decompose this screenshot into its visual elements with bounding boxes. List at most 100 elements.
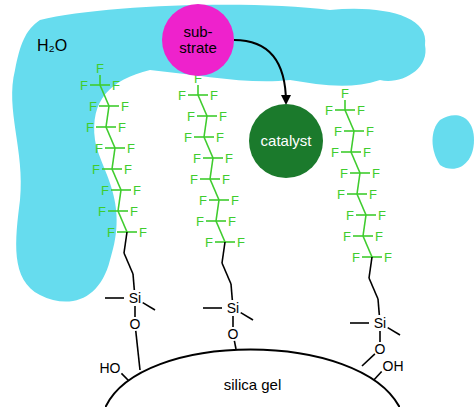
bond — [136, 331, 140, 370]
bond — [335, 109, 345, 111]
bond — [379, 331, 381, 342]
bond — [197, 115, 207, 117]
backbone-bond — [112, 169, 121, 190]
oxygen-atom: O — [228, 327, 239, 341]
backbone-bond — [357, 194, 366, 215]
fluorine-atom: F — [352, 251, 360, 264]
backbone-bond — [198, 95, 207, 116]
node-text: sub- strate — [172, 24, 224, 57]
bond — [111, 189, 121, 191]
bond — [206, 220, 216, 222]
catalyst-circle: catalyst — [249, 104, 323, 178]
fluorine-atom: F — [107, 226, 115, 239]
hydroxyl-group: HO — [100, 361, 121, 375]
bond — [372, 256, 382, 258]
fluorine-atom: F — [375, 230, 383, 243]
fluorine-atom: F — [98, 205, 106, 218]
fluorine-atom: F — [222, 173, 230, 186]
bond — [143, 303, 155, 310]
backbone-bond — [106, 106, 109, 127]
bond — [225, 241, 235, 243]
substrate-circle: sub- strate — [162, 4, 234, 76]
bond — [351, 151, 361, 153]
backbone-bond — [106, 127, 115, 148]
methyl-bond — [203, 307, 222, 309]
fluorine-atom: F — [372, 167, 380, 180]
bond — [207, 115, 217, 117]
backbone-bond — [118, 190, 121, 211]
backbone-bond — [118, 211, 127, 232]
bond — [234, 341, 236, 349]
backbone-bond — [363, 215, 366, 236]
fluorine-atom: F — [178, 89, 186, 102]
bond — [133, 274, 134, 290]
bond — [216, 220, 226, 222]
water-blob — [433, 115, 474, 169]
backbone-bond — [216, 200, 219, 221]
methyl-bond — [105, 297, 124, 299]
fluorine-atom: F — [92, 163, 100, 176]
bond — [354, 130, 364, 132]
backbone-bond — [124, 232, 127, 253]
bond — [99, 75, 101, 85]
node-text: silica gel — [224, 377, 282, 394]
fluorine-atom: F — [366, 125, 374, 138]
fluorine-atom: F — [210, 89, 218, 102]
bond — [232, 316, 234, 327]
fluorine-atom: F — [112, 79, 120, 92]
fluorine-atom: F — [193, 152, 201, 165]
fluorine-atom: F — [363, 146, 371, 159]
bond — [198, 94, 208, 96]
bond — [105, 147, 115, 149]
fluorine-atom: F — [80, 79, 88, 92]
fluorine-atom: F — [384, 251, 392, 264]
bond — [219, 199, 229, 201]
backbone-bond — [351, 131, 354, 152]
bond — [203, 157, 213, 159]
bond — [231, 284, 232, 300]
reaction-arrow — [234, 40, 286, 103]
fluorine-atom: F — [231, 194, 239, 207]
backbone-bond — [216, 221, 225, 242]
fluorine-atom: F — [127, 142, 135, 155]
bond — [341, 151, 351, 153]
fluorine-atom: F — [196, 215, 204, 228]
backbone-bond — [204, 137, 213, 158]
bond — [99, 105, 109, 107]
fluorine-atom: F — [225, 152, 233, 165]
fluorine-atom: F — [340, 167, 348, 180]
fluorine-atom: F — [341, 87, 349, 100]
backbone-bond — [351, 152, 360, 173]
bond — [204, 136, 214, 138]
bond — [357, 193, 367, 195]
fluorine-atom: F — [216, 131, 224, 144]
bond — [200, 178, 210, 180]
bond — [102, 168, 112, 170]
bond — [112, 168, 122, 170]
backbone-bond — [204, 116, 207, 137]
bond — [106, 126, 116, 128]
fluorine-atom: F — [205, 236, 213, 249]
oxygen-atom: O — [375, 342, 386, 356]
methyl-bond — [350, 322, 369, 324]
bond — [347, 193, 357, 195]
fluorine-atom: F — [86, 121, 94, 134]
fluorine-atom: F — [96, 62, 104, 75]
bond — [215, 241, 225, 243]
silicon-atom: Si — [129, 291, 141, 305]
oxygen-atom: O — [130, 317, 141, 331]
bond — [362, 256, 372, 258]
hydroxyl-group: OH — [383, 359, 404, 373]
backbone-bond — [357, 173, 360, 194]
bond — [121, 189, 131, 191]
fluorine-atom: F — [190, 173, 198, 186]
bond — [96, 126, 106, 128]
bond — [100, 84, 110, 86]
bond — [350, 172, 360, 174]
fluorine-atom: F — [121, 100, 129, 113]
bond — [210, 178, 220, 180]
bond — [115, 147, 125, 149]
fluorine-atom: F — [130, 205, 138, 218]
fluorine-atom: F — [118, 121, 126, 134]
fluorine-atom: F — [228, 215, 236, 228]
